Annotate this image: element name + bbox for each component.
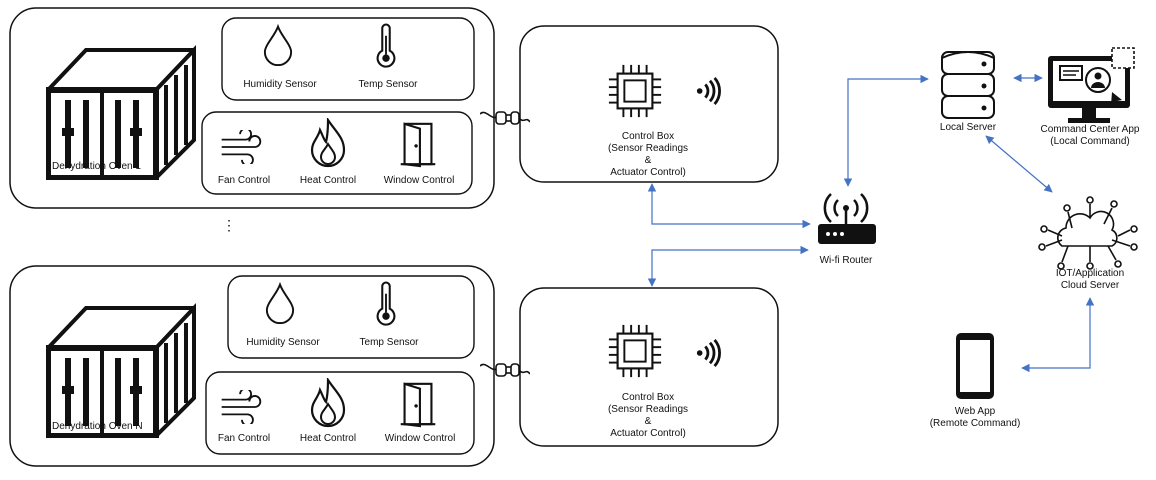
control-box-1-title: Control Box [621,131,675,142]
oven-n-group [9,265,495,467]
control-box-1-line-4: Actuator Control) [610,167,686,178]
command-center-subtitle: (Local Command) [1050,136,1130,147]
router-icon [818,193,876,244]
control-box-1-frame [519,25,779,183]
arrow-router-control-box-2 [647,245,809,287]
oven-n-frame [9,265,495,467]
arrow-cloud-web-app [1021,297,1095,373]
oven-1-group [9,7,495,209]
wireless-signal-icon [695,338,722,368]
flame-icon [310,378,346,428]
router-label: Wi-fi Router [819,255,873,266]
control-box-1-line-2: (Sensor Readings [607,143,689,154]
oven-n-actuator-box [205,371,475,455]
web-app-title: Web App [954,406,996,417]
door-icon [399,382,437,428]
control-box-2 [519,287,779,447]
oven-separator-ellipsis: ⋮ [222,217,236,233]
monitor-app-icon [1048,47,1135,123]
oven-1-fan-control-label: Fan Control [217,175,271,186]
arrow-control-box-1-router [647,183,811,229]
connector-arrows [647,73,1095,373]
control-box-2-frame [519,287,779,447]
database-server-icon [941,51,995,119]
cpu-chip-icon [607,63,663,119]
droplet-icon [263,25,293,66]
oven-1-frame [9,7,495,209]
arrow-local-server-cloud [985,135,1053,193]
wind-icon [220,390,262,424]
thermometer-icon [376,281,396,326]
thermometer-icon [376,23,396,68]
arrow-router-local-server [843,74,929,187]
oven-1-actuator-box [201,111,473,195]
shipping-container-icon [48,308,194,436]
web-app-subtitle: (Remote Command) [929,418,1021,429]
oven-n-temp-sensor-label: Temp Sensor [359,337,419,348]
cloud-network-icon [1038,196,1138,270]
flame-icon [310,118,346,168]
oven-n-fan-control-label: Fan Control [217,433,271,444]
oven-1-temp-sensor-label: Temp Sensor [358,79,418,90]
oven-1-humidity-sensor-label: Humidity Sensor [243,79,317,90]
oven-1-heat-control-label: Heat Control [299,175,357,186]
oven-1-window-control-label: Window Control [383,175,455,186]
control-box-2-line-4: Actuator Control) [610,428,686,439]
plug-icon [480,111,530,125]
cloud-server-title: IOT/Application [1055,268,1125,279]
control-box-2-line-2: (Sensor Readings [607,404,689,415]
cpu-chip-icon [607,323,663,379]
oven-1-sensor-box [221,17,475,101]
smartphone-icon [956,333,994,399]
plug-icon [480,363,530,377]
control-box-2-title: Control Box [621,392,675,403]
shipping-container-icon [48,50,194,178]
control-box-2-line-3: & [644,416,652,427]
control-box-1 [519,25,779,183]
oven-n-sensor-box [227,275,475,359]
droplet-icon [265,283,295,324]
oven-n-window-control-label: Window Control [384,433,456,444]
command-center-title: Command Center App [1040,124,1140,135]
control-box-1-line-3: & [644,155,652,166]
wind-icon [220,130,262,164]
door-icon [399,122,437,168]
wireless-signal-icon [695,76,722,106]
local-server-label: Local Server [939,122,997,133]
cloud-server-subtitle: Cloud Server [1060,280,1120,291]
oven-n-heat-control-label: Heat Control [299,433,357,444]
oven-1-name: Dehydration Oven 1 [52,161,141,172]
oven-n-humidity-sensor-label: Humidity Sensor [246,337,320,348]
oven-n-name: Dehydration Oven N [52,421,143,432]
